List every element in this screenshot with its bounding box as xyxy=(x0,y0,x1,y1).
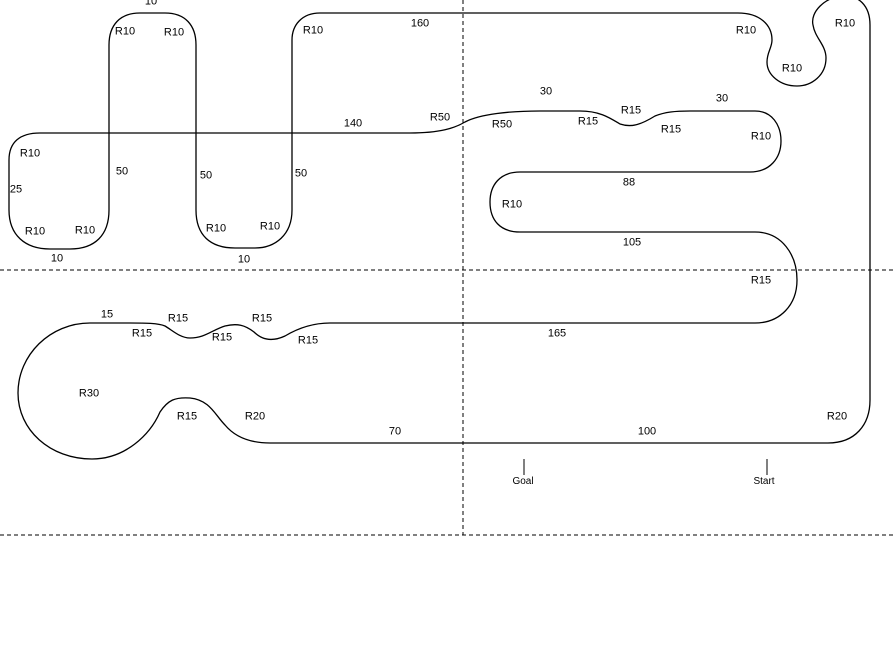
radius-label: R10 xyxy=(834,17,856,30)
radius-label: R15 xyxy=(251,312,273,325)
radius-label: R10 xyxy=(163,26,185,39)
radius-label: R20 xyxy=(244,410,266,423)
radius-label: R10 xyxy=(735,24,757,37)
segment-length-label: 105 xyxy=(622,236,642,249)
segment-length-label: 88 xyxy=(622,176,636,189)
radius-label: R20 xyxy=(826,410,848,423)
radius-label: R15 xyxy=(577,115,599,128)
segment-length-label: 140 xyxy=(343,117,363,130)
segment-length-label: 160 xyxy=(410,17,430,30)
radius-label: R15 xyxy=(750,274,772,287)
segment-length-label: 10 xyxy=(237,253,251,266)
segment-length-label: 70 xyxy=(388,425,402,438)
segment-length-label: 10 xyxy=(50,252,64,265)
segment-length-label: 100 xyxy=(637,425,657,438)
segment-length-label: 25 xyxy=(9,183,23,196)
radius-label: R50 xyxy=(429,111,451,124)
radius-label: R15 xyxy=(297,334,319,347)
radius-label: R10 xyxy=(24,225,46,238)
segment-length-label: 30 xyxy=(539,85,553,98)
track-line xyxy=(8,0,871,460)
segment-length-label: 50 xyxy=(199,169,213,182)
radius-label: R10 xyxy=(302,24,324,37)
radius-label: R10 xyxy=(501,198,523,211)
radius-label: R50 xyxy=(491,118,513,131)
radius-label: R15 xyxy=(660,123,682,136)
segment-length-label: 165 xyxy=(547,327,567,340)
segment-length-label: 30 xyxy=(715,92,729,105)
segment-length-label: 50 xyxy=(115,165,129,178)
radius-label: R10 xyxy=(19,147,41,160)
radius-label: R10 xyxy=(205,222,227,235)
radius-label: R10 xyxy=(781,62,803,75)
start-label: Start xyxy=(753,476,775,487)
radius-label: R10 xyxy=(74,224,96,237)
radius-label: R10 xyxy=(114,25,136,38)
radius-label: R10 xyxy=(750,130,772,143)
radius-label: R15 xyxy=(131,327,153,340)
radius-label: R10 xyxy=(259,220,281,233)
radius-label: R15 xyxy=(620,104,642,117)
segment-length-label: 15 xyxy=(100,308,114,321)
radius-label: R15 xyxy=(176,410,198,423)
segment-length-label: 50 xyxy=(294,167,308,180)
radius-label: R15 xyxy=(211,331,233,344)
radius-label: R30 xyxy=(78,387,100,400)
goal-label: Goal xyxy=(512,476,534,487)
radius-label: R15 xyxy=(167,312,189,325)
segment-length-label: 10 xyxy=(144,0,158,8)
